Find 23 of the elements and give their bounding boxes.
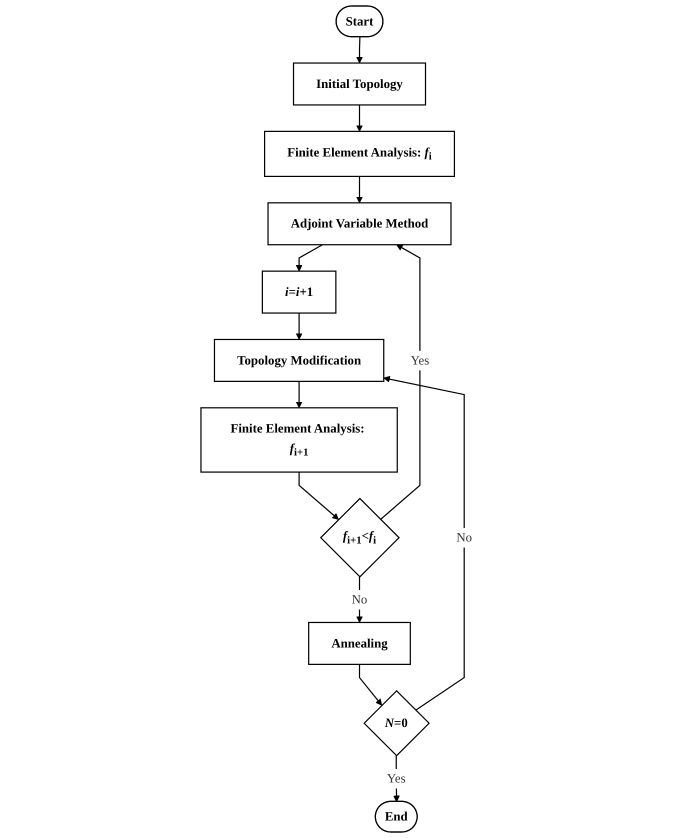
arrow [298, 472, 339, 520]
arrow [380, 244, 421, 520]
arrow [356, 104, 363, 132]
node-box: Finite Element Analysis: f$_{i+1}$ [200, 407, 398, 473]
edge-label: No [352, 592, 368, 607]
arrow [296, 313, 302, 340]
arrow [383, 376, 465, 711]
node-box: Annealing [308, 622, 411, 665]
arrow [296, 244, 323, 272]
node-box: Adjoint Variable Method [267, 202, 452, 246]
edge-label: Yes [410, 353, 430, 368]
arrow [356, 36, 363, 64]
node-box: Initial Topology [292, 62, 426, 106]
edge-label: Yes [386, 771, 406, 786]
node-box: Finite Element Analysis: f$_{i}$ [264, 130, 456, 177]
arrow [356, 176, 363, 204]
node-diamond: f$_{i+1}$<f$_{i}$ [320, 498, 400, 578]
node-box: Topology Modification [214, 338, 384, 382]
node-diamond: N=0 [363, 690, 430, 757]
node-box: i=i+1 [262, 270, 336, 314]
arrow [296, 381, 302, 408]
arrow [358, 664, 382, 706]
edge-label: No [456, 530, 472, 545]
